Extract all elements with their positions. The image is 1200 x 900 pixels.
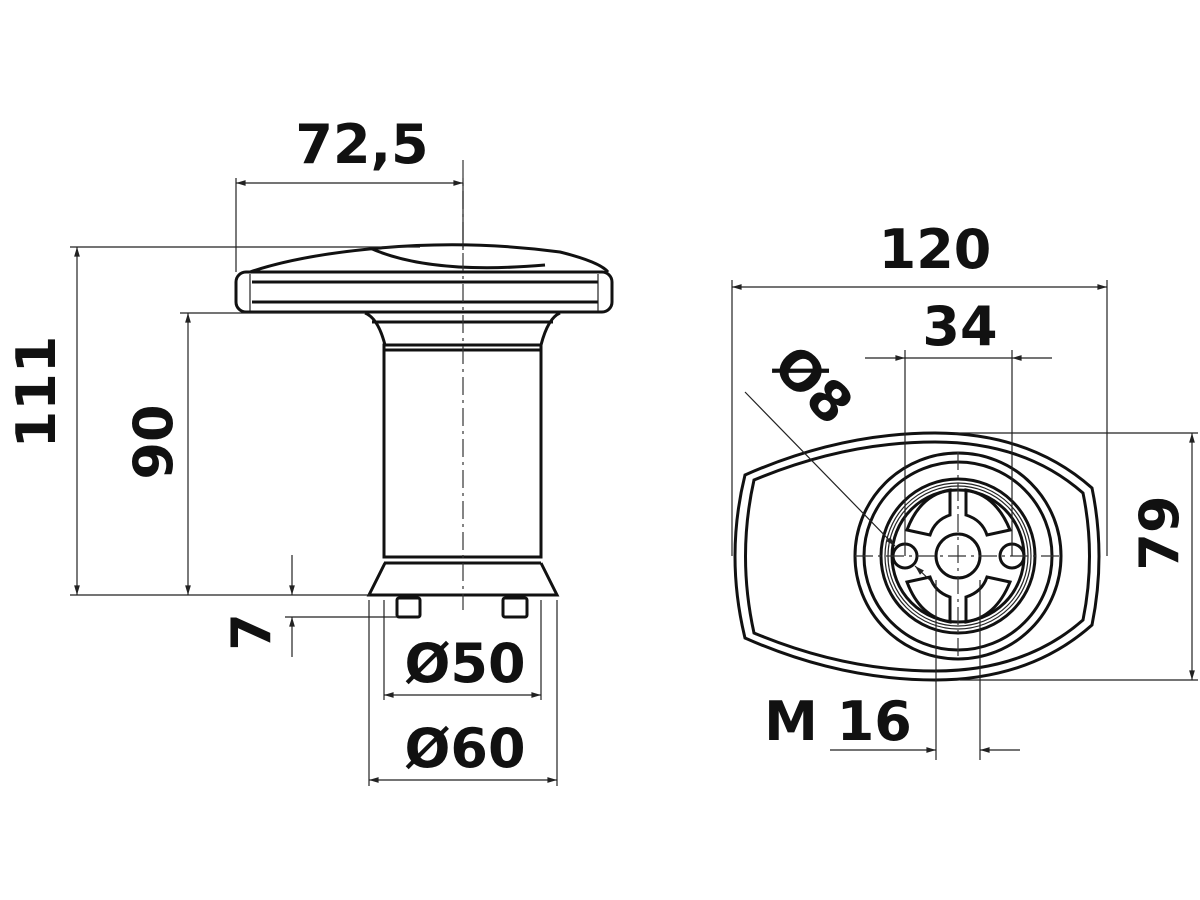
base-outline-inner bbox=[744, 440, 1091, 673]
dim-total-height: 111 bbox=[5, 336, 68, 449]
dim-hole-diameter: Ø8 bbox=[761, 333, 865, 437]
base-outline-outer bbox=[733, 431, 1101, 682]
stud-left bbox=[395, 596, 422, 619]
dim-base-diameter: Ø60 bbox=[404, 717, 525, 780]
dim-column-diameter: Ø50 bbox=[404, 632, 525, 695]
dim-width: 79 bbox=[1128, 495, 1191, 570]
side-view bbox=[234, 160, 614, 619]
dim-length: 120 bbox=[879, 218, 992, 281]
dim-thread: M 16 bbox=[764, 690, 912, 753]
stud-right bbox=[501, 596, 529, 619]
cap-dome bbox=[249, 243, 610, 274]
dim-hole-spacing: 34 bbox=[922, 295, 997, 358]
dim-stud-height: 7 bbox=[220, 613, 283, 651]
cap-rim bbox=[234, 270, 614, 314]
side-dimensions: 72,5 111 90 7 Ø50 Ø60 bbox=[5, 113, 558, 786]
cap-dome-curve bbox=[369, 246, 546, 270]
top-view bbox=[733, 431, 1101, 682]
dim-cap-radius: 72,5 bbox=[295, 113, 428, 176]
dim-column-height: 90 bbox=[122, 404, 185, 479]
